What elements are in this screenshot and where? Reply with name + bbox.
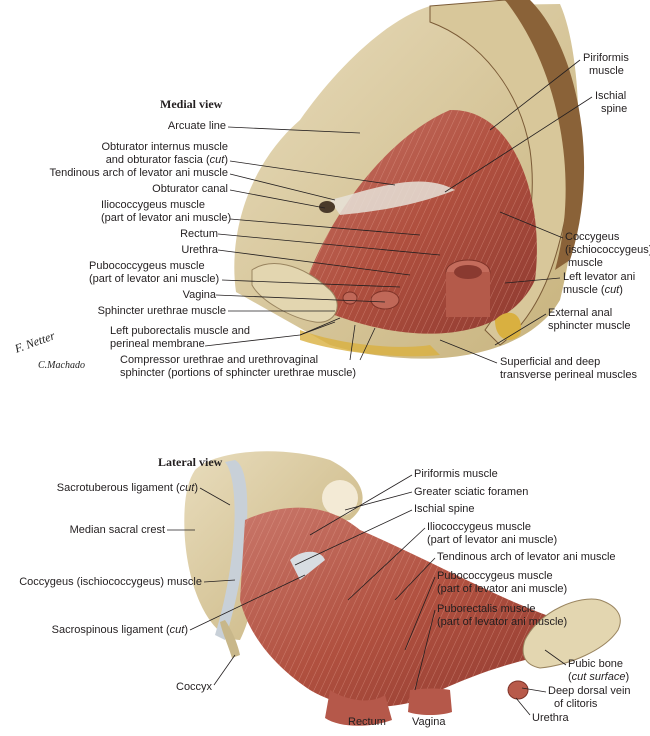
label-rectum: Rectum: [180, 228, 218, 240]
label-greater-sciatic-foramen: Greater sciatic foramen: [414, 486, 529, 498]
label-lat-tendinous-arch: Tendinous arch of levator ani muscle: [437, 551, 616, 563]
label-pubococcygeus: Pubococcygeus muscle(part of levator ani…: [89, 260, 220, 285]
greater-sciatic-foramen: [322, 480, 358, 516]
pubic-bone-lateral: [522, 598, 621, 669]
label-urethra: Urethra: [181, 244, 218, 256]
label-lat-ischial-spine: Ischial spine: [414, 503, 475, 515]
label-median-sacral-crest: Median sacral crest: [69, 524, 165, 536]
medial-view-title: Medial view: [160, 97, 223, 111]
sacrotuberous-ligament: [215, 460, 248, 640]
label-sacrospinous-ligament: Sacrospinous ligament (cut): [51, 624, 188, 636]
label-lat-puborectalis: Puborectalis muscle(part of levator ani …: [437, 603, 568, 628]
label-sacrotuberous-ligament: Sacrotuberous ligament (cut): [56, 482, 198, 494]
label-coccyx: Coccyx: [176, 681, 213, 693]
label-lat-iliococcygeus: Iliococcygeus muscle(part of levator ani…: [427, 521, 558, 546]
label-lat-coccygeus: Coccygeus (ischiococcygeus) muscle: [19, 576, 202, 588]
label-sphincter-urethrae: Sphincter urethrae muscle: [97, 305, 226, 317]
label-vagina: Vagina: [182, 289, 216, 301]
tendinous-arch: [330, 181, 455, 215]
label-iliococcygeus: Iliococcygeus muscle(part of levator ani…: [101, 199, 232, 224]
label-lat-piriformis: Piriformis muscle: [414, 468, 498, 480]
machado-signature: C.Machado: [38, 360, 85, 371]
label-pubic-bone: Pubic bone(cut surface): [568, 658, 630, 683]
vagina-lateral: [408, 688, 452, 715]
label-coccygeus: Coccygeus(ischiococcygeus)muscle: [565, 231, 650, 269]
urethra: [342, 291, 358, 305]
label-arcuate-line: Arcuate line: [167, 120, 226, 132]
ischial-spine-lateral: [290, 551, 325, 580]
label-lat-vagina: Vagina: [412, 716, 446, 728]
lateral-view-title: Lateral view: [158, 455, 223, 469]
coccyx-lateral: [220, 620, 240, 658]
leader-lines: [167, 59, 593, 716]
obturator-canal: [319, 201, 335, 213]
label-tendinous-arch: Tendinous arch of levator ani muscle: [49, 167, 228, 179]
label-lat-pubococcygeus: Pubococcygeus muscle(part of levator ani…: [437, 570, 568, 595]
rectum-lateral: [325, 690, 392, 726]
pubic-bone-section: [251, 263, 338, 323]
medial-view-figure: [234, 0, 585, 359]
label-obturator-canal: Obturator canal: [152, 183, 228, 195]
label-lat-urethra: Urethra: [532, 712, 569, 724]
label-lat-rectum: Rectum: [348, 716, 386, 728]
vagina: [370, 290, 400, 310]
lateral-view-figure: [184, 451, 621, 726]
